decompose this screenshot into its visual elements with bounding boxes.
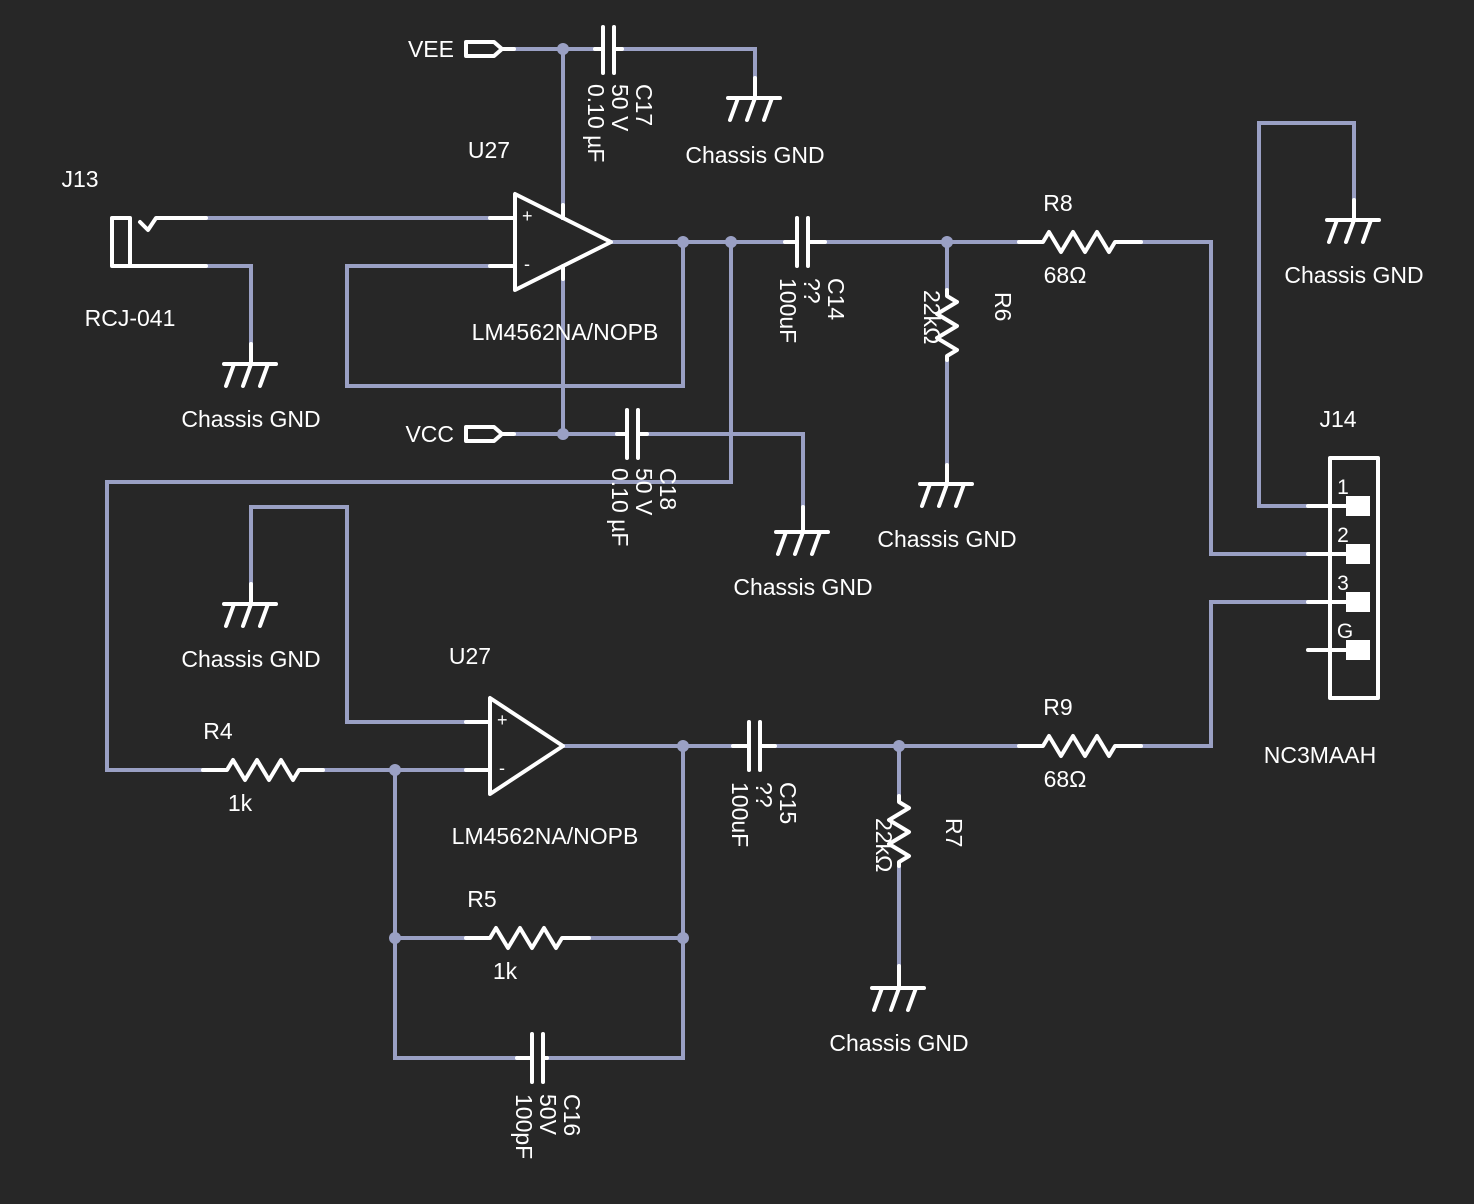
vcc-port[interactable]: VCC xyxy=(405,421,516,447)
j14-pin-2[interactable] xyxy=(1346,544,1370,564)
capacitor-c18[interactable]: C18 50 V 0.10 µF xyxy=(607,408,681,546)
resistor-r7[interactable]: 22kΩ R7 xyxy=(871,794,967,872)
junction-dot xyxy=(389,932,401,944)
ground-symbol-u27b: Chassis GND xyxy=(181,582,321,672)
j14-pin-3[interactable] xyxy=(1346,592,1370,612)
c18-value: 0.10 µF xyxy=(607,468,633,546)
gnd-label: Chassis GND xyxy=(181,646,320,672)
c16-value: 100pF xyxy=(511,1094,537,1159)
j14-ref: J14 xyxy=(1319,406,1356,432)
capacitor-c14[interactable]: C14 ?? 100uF xyxy=(775,216,849,343)
r5-ref: R5 xyxy=(467,886,496,912)
c18-ref: C18 xyxy=(655,468,681,510)
j13-value: RCJ-041 xyxy=(85,305,176,331)
r8-value: 68Ω xyxy=(1044,262,1087,288)
c15-ref: C15 xyxy=(775,782,801,824)
resistor-r9[interactable]: R9 68Ω xyxy=(1017,694,1143,792)
c14-voltage: ?? xyxy=(799,278,825,304)
c17-voltage: 50 V xyxy=(607,84,633,132)
c16-voltage: 50V xyxy=(535,1094,561,1136)
c17-ref: C17 xyxy=(631,84,657,126)
j14-pin-1[interactable] xyxy=(1346,496,1370,516)
gnd-label: Chassis GND xyxy=(877,526,1016,552)
r5-value: 1k xyxy=(493,958,518,984)
ground-symbol-c17: Chassis GND xyxy=(685,76,825,168)
junction-dot xyxy=(677,932,689,944)
junction-dot xyxy=(677,236,689,248)
j14-pin-label: 2 xyxy=(1337,524,1349,547)
gnd-label: Chassis GND xyxy=(733,574,872,600)
r8-ref: R8 xyxy=(1043,190,1072,216)
r9-ref: R9 xyxy=(1043,694,1072,720)
c15-voltage: ?? xyxy=(751,782,777,808)
junction-dot xyxy=(557,43,569,55)
r7-value: 22kΩ xyxy=(871,818,897,872)
u27b-ref: U27 xyxy=(449,643,491,669)
u27b-plus: + xyxy=(497,710,508,730)
capacitor-c17[interactable]: C17 50 V 0.10 µF xyxy=(583,25,657,162)
j14-pin-label: G xyxy=(1337,620,1353,643)
ground-symbol-c18: Chassis GND xyxy=(733,505,873,600)
c14-ref: C14 xyxy=(823,278,849,320)
junction-dot xyxy=(725,236,737,248)
j14-pin-label: 3 xyxy=(1337,572,1349,595)
u27a-minus: - xyxy=(524,254,530,274)
j14-pin-g[interactable] xyxy=(1346,640,1370,660)
j13-ref: J13 xyxy=(61,166,98,192)
c15-value: 100uF xyxy=(727,782,753,847)
r7-ref: R7 xyxy=(941,818,967,847)
ground-symbol-j13: Chassis GND xyxy=(181,342,321,432)
gnd-label: Chassis GND xyxy=(181,406,320,432)
wires xyxy=(105,47,1356,1060)
u27a-value: LM4562NA/NOPB xyxy=(472,319,659,345)
gnd-label: Chassis GND xyxy=(1284,262,1423,288)
u27b-opamp[interactable]: + - U27 LM4562NA/NOPB xyxy=(449,643,638,849)
j14-value: NC3MAAH xyxy=(1264,742,1376,768)
j14-pin-label: 1 xyxy=(1337,476,1349,499)
r9-value: 68Ω xyxy=(1044,766,1087,792)
r6-ref: R6 xyxy=(990,292,1016,321)
junction-dot xyxy=(941,236,953,248)
ground-symbol-j14: Chassis GND xyxy=(1284,198,1424,288)
vee-port[interactable]: VEE xyxy=(408,36,516,62)
junction-dot xyxy=(677,740,689,752)
ground-symbol-r7: Chassis GND xyxy=(829,964,969,1056)
j13-jack[interactable]: J13 RCJ-041 xyxy=(61,166,208,331)
ground-symbol-r6: Chassis GND xyxy=(877,463,1017,552)
resistor-r6[interactable]: 22kΩ R6 xyxy=(919,288,1016,362)
resistor-r8[interactable]: R8 68Ω xyxy=(1017,190,1143,288)
u27a-opamp[interactable]: + - U27 LM4562NA/NOPB xyxy=(468,137,658,345)
c16-ref: C16 xyxy=(559,1094,585,1136)
gnd-label: Chassis GND xyxy=(685,142,824,168)
u27b-minus: - xyxy=(499,758,505,778)
resistor-r4[interactable]: R4 1k xyxy=(201,718,325,816)
junctions xyxy=(389,43,953,944)
junction-dot xyxy=(893,740,905,752)
j14-connector[interactable]: 1 2 3 G J14 NC3MAAH xyxy=(1264,406,1380,768)
vee-label: VEE xyxy=(408,36,454,62)
gnd-label: Chassis GND xyxy=(829,1030,968,1056)
c18-voltage: 50 V xyxy=(631,468,657,516)
capacitor-c15[interactable]: C15 ?? 100uF xyxy=(727,720,801,847)
r6-value: 22kΩ xyxy=(919,290,945,344)
c17-value: 0.10 µF xyxy=(583,84,609,162)
c14-value: 100uF xyxy=(775,278,801,343)
vcc-label: VCC xyxy=(405,421,454,447)
junction-dot xyxy=(389,764,401,776)
u27a-plus: + xyxy=(522,206,533,226)
resistor-r5[interactable]: R5 1k xyxy=(464,886,591,984)
u27a-ref: U27 xyxy=(468,137,510,163)
r4-ref: R4 xyxy=(203,718,233,744)
u27b-value: LM4562NA/NOPB xyxy=(452,823,639,849)
junction-dot xyxy=(557,428,569,440)
r4-value: 1k xyxy=(228,790,253,816)
capacitor-c16[interactable]: C16 50V 100pF xyxy=(511,1032,585,1159)
